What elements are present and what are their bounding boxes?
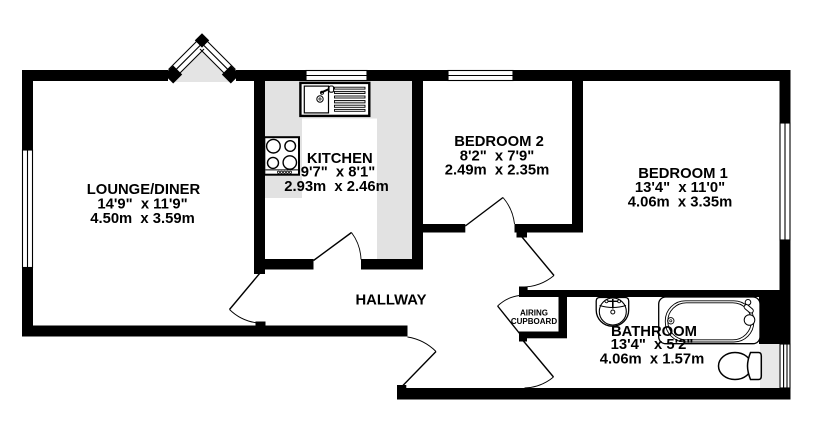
svg-text:CUPBOARD: CUPBOARD (511, 317, 557, 326)
svg-text:LOUNGE/DINER: LOUNGE/DINER (87, 182, 201, 198)
svg-text:HALLWAY: HALLWAY (356, 292, 427, 308)
svg-text:KITCHEN: KITCHEN (307, 151, 373, 167)
svg-text:9'7" x 8'1": 9'7" x 8'1" (301, 165, 376, 181)
svg-text:2.93m x 2.46m: 2.93m x 2.46m (284, 179, 388, 195)
svg-text:BEDROOM 2: BEDROOM 2 (454, 134, 544, 150)
svg-text:AIRING: AIRING (520, 309, 548, 318)
svg-text:8'2" x 7'9": 8'2" x 7'9" (460, 149, 535, 165)
svg-text:4.50m x 3.59m: 4.50m x 3.59m (90, 211, 194, 227)
svg-text:BEDROOM 1: BEDROOM 1 (638, 166, 728, 182)
svg-text:13'4" x 5'2": 13'4" x 5'2" (611, 337, 694, 353)
svg-text:13'4" x 11'0": 13'4" x 11'0" (635, 180, 725, 196)
svg-text:2.49m x 2.35m: 2.49m x 2.35m (445, 163, 549, 179)
svg-text:BATHROOM: BATHROOM (611, 324, 697, 340)
svg-text:4.06m x 1.57m: 4.06m x 1.57m (600, 351, 704, 367)
svg-text:14'9" x 11'9": 14'9" x 11'9" (97, 196, 187, 212)
svg-text:4.06m x 3.35m: 4.06m x 3.35m (628, 195, 732, 211)
